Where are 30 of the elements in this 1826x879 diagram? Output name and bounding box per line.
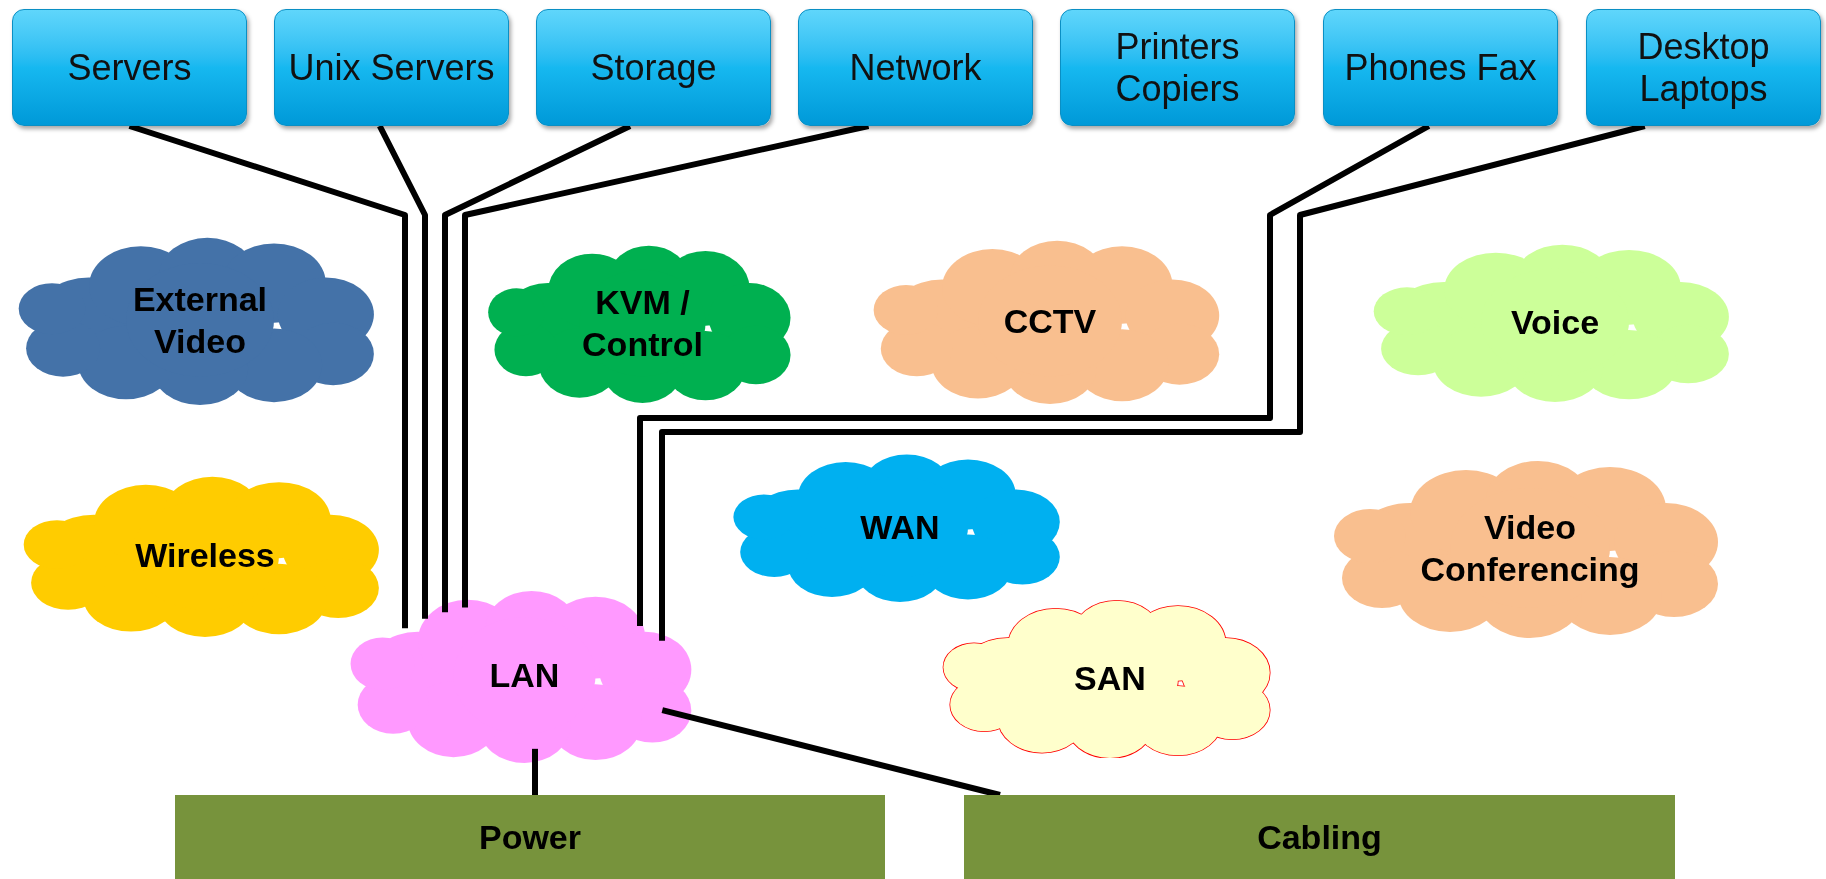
device-box bbox=[798, 9, 1033, 126]
cloud-label: SAN bbox=[1073, 657, 1147, 699]
box-label: Phones Fax bbox=[1344, 46, 1537, 89]
box-label: Printers Copiers bbox=[1114, 26, 1241, 109]
cloud-label: Video Conferencing bbox=[1419, 506, 1641, 590]
box-label: Desktop Laptops bbox=[1636, 26, 1771, 109]
device-box bbox=[1586, 9, 1821, 126]
box-label: Unix Servers bbox=[288, 46, 495, 89]
cloud-label: Voice bbox=[1509, 301, 1601, 343]
cloud-label: LAN bbox=[488, 655, 561, 697]
device-box bbox=[12, 9, 247, 126]
device-box bbox=[1060, 9, 1295, 126]
foundation-bar bbox=[175, 795, 885, 879]
connector-line bbox=[377, 124, 428, 619]
bar-label: Cabling bbox=[1257, 816, 1382, 858]
bar-label: Power bbox=[478, 816, 581, 858]
cloud-label: KVM / Control bbox=[581, 281, 704, 365]
cloud-label: CCTV bbox=[1002, 300, 1098, 342]
cloud-label: External Video bbox=[131, 278, 269, 362]
connector-line bbox=[661, 707, 1001, 798]
device-box bbox=[1323, 9, 1558, 126]
box-label: Network bbox=[849, 46, 982, 89]
connector-line bbox=[532, 748, 538, 795]
device-box bbox=[274, 9, 509, 126]
cloud-label: Wireless bbox=[134, 535, 276, 577]
box-label: Servers bbox=[67, 46, 192, 89]
box-label: Storage bbox=[590, 46, 717, 89]
device-box bbox=[536, 9, 771, 126]
cloud-label: WAN bbox=[859, 506, 941, 548]
foundation-bar bbox=[964, 795, 1675, 879]
